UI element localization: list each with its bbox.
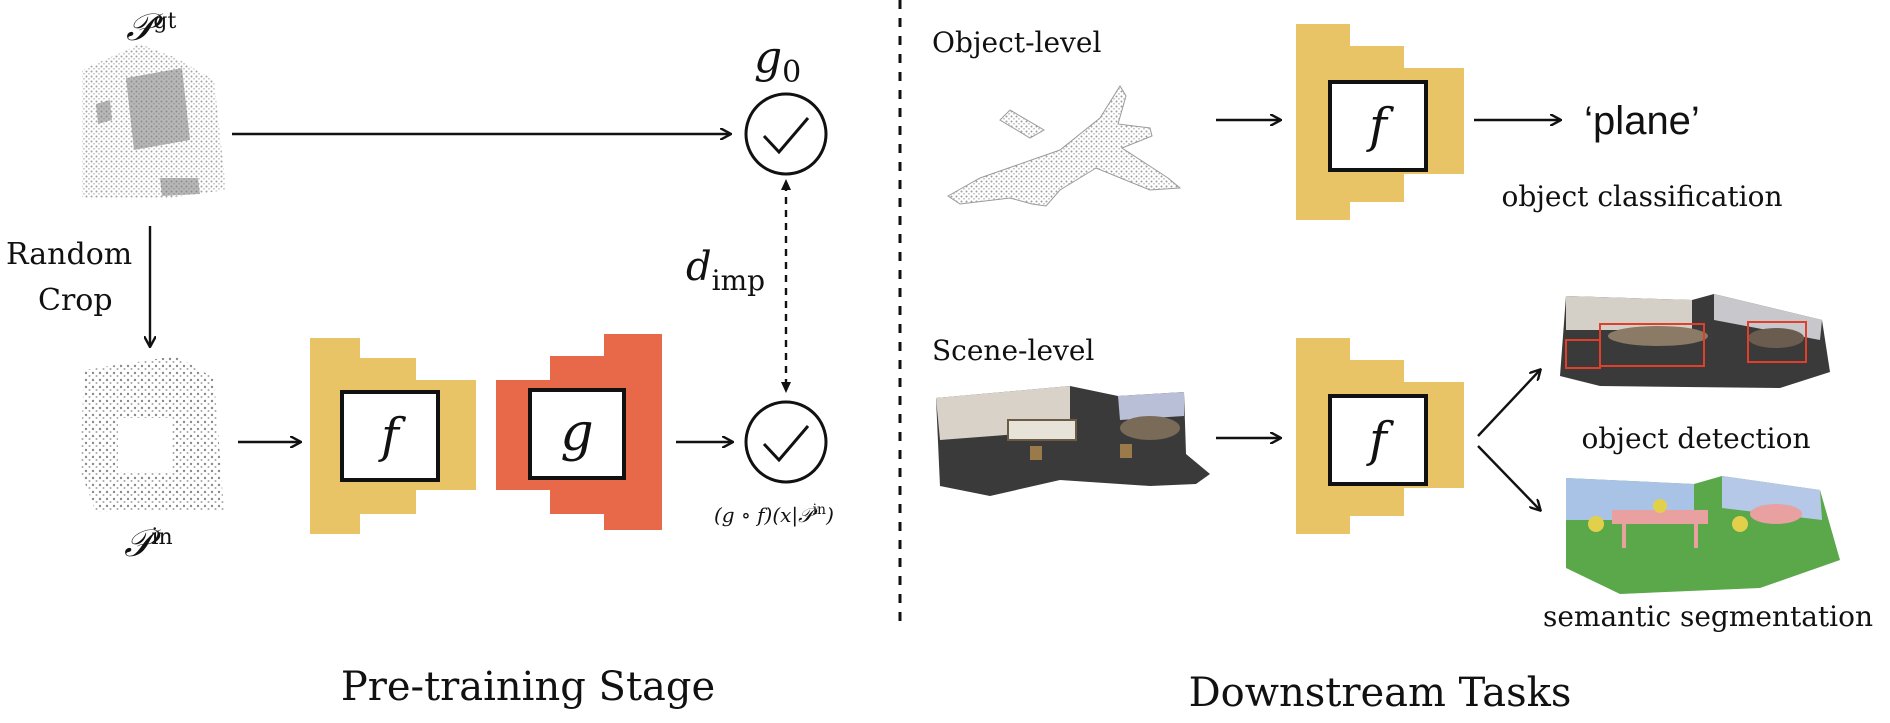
segmentation-scene <box>1566 476 1840 594</box>
gt-point-cloud <box>82 44 226 198</box>
object-encoder-block: f <box>1296 24 1464 220</box>
airplane-point-cloud <box>947 85 1182 207</box>
object-detection-label: object detection <box>1582 422 1811 455</box>
composed-function-label: (g ∘ f)(x|𝒫in) <box>714 502 834 528</box>
airplane-point-cloud-icon <box>947 85 1182 207</box>
detection-scene <box>1560 294 1830 388</box>
encoder-block: f <box>310 338 476 534</box>
function-icon <box>744 92 828 176</box>
g0-function-circle <box>744 92 828 176</box>
encoder-symbol-box <box>1328 394 1428 486</box>
detection-box <box>1747 321 1807 363</box>
semantic-segmentation-label: semantic segmentation <box>1543 600 1873 633</box>
class-output: ‘plane’ <box>1584 99 1700 143</box>
point-cloud-detail <box>96 68 200 196</box>
input-label: 𝒫in <box>124 521 173 565</box>
random-crop-label-line2: Crop <box>38 283 113 318</box>
prediction-function-circle <box>744 400 828 484</box>
distance-label: dimp <box>686 244 765 297</box>
encoder-symbol-box <box>340 390 440 482</box>
point-cloud-icon <box>80 356 224 512</box>
gt-label: 𝒫gt <box>126 5 176 49</box>
function-icon <box>744 400 828 484</box>
downstream-title: Downstream Tasks <box>1189 670 1572 716</box>
decoder-symbol-box <box>528 388 626 480</box>
decoder-symbol: g <box>560 403 593 463</box>
scene-level-label: Scene-level <box>932 334 1094 367</box>
scene-point-cloud <box>936 386 1210 496</box>
input-point-cloud <box>80 356 224 512</box>
random-crop-label-line1: Random <box>6 237 132 272</box>
object-classification-label: object classification <box>1501 180 1782 213</box>
g0-label: g0 <box>754 32 801 90</box>
object-level-label: Object-level <box>932 26 1101 59</box>
encoder-symbol-box <box>1328 80 1428 172</box>
downstream-panel: Object-level f ‘plane’ object classifica… <box>932 24 1873 716</box>
decoder-block: g <box>496 334 662 530</box>
to-detection-arrow <box>1477 370 1540 437</box>
to-segmentation-arrow <box>1477 445 1540 510</box>
scene-encoder-block: f <box>1296 338 1464 534</box>
pretrain-title: Pre-training Stage <box>341 664 715 710</box>
detection-box <box>1565 339 1601 369</box>
pretrain-panel: 𝒫gt Random Crop 𝒫in g0 dimp <box>6 5 834 710</box>
